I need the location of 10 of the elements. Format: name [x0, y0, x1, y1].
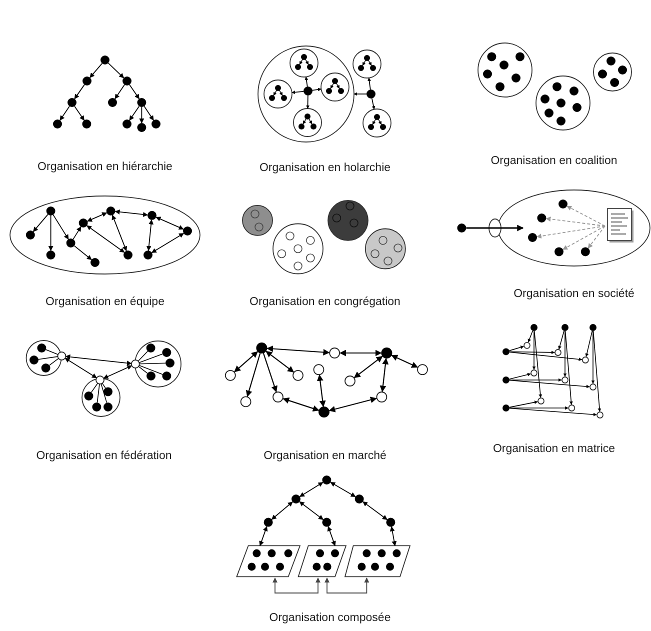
caption: Organisation en marché: [264, 450, 386, 464]
caption: Organisation composée: [269, 612, 391, 626]
caption: Organisation en congrégation: [250, 296, 400, 310]
caption: Organisation en coalition: [490, 154, 618, 168]
caption: Organisation en holarchie: [259, 162, 391, 176]
caption: Organisation en société: [514, 288, 634, 302]
caption: Organisation en hiérarchie: [38, 161, 172, 175]
caption: Organisation en fédération: [36, 450, 172, 464]
caption: Organisation en équipe: [46, 296, 164, 310]
caption: Organisation en matrice: [492, 442, 616, 456]
